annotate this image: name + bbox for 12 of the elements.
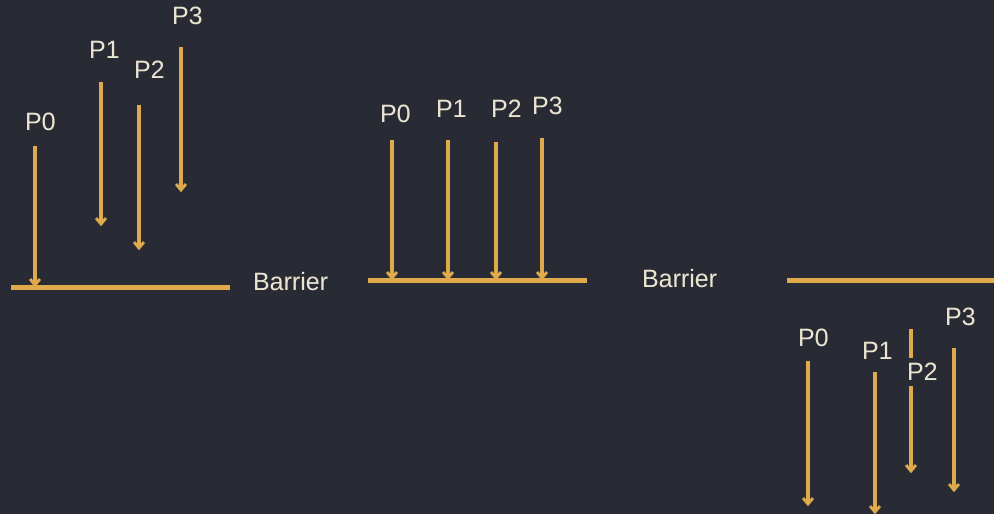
arrow: [490, 142, 502, 280]
arrow: [386, 140, 398, 280]
arrow: [94, 82, 108, 226]
arrow: [868, 372, 882, 514]
arrow: [132, 105, 146, 250]
arrow: [802, 361, 814, 506]
process-label: P2: [907, 358, 938, 386]
arrow: [948, 348, 960, 492]
arrow: [536, 138, 548, 280]
arrow: [28, 146, 42, 286]
arrow: [174, 47, 188, 192]
arrow: [442, 140, 454, 280]
